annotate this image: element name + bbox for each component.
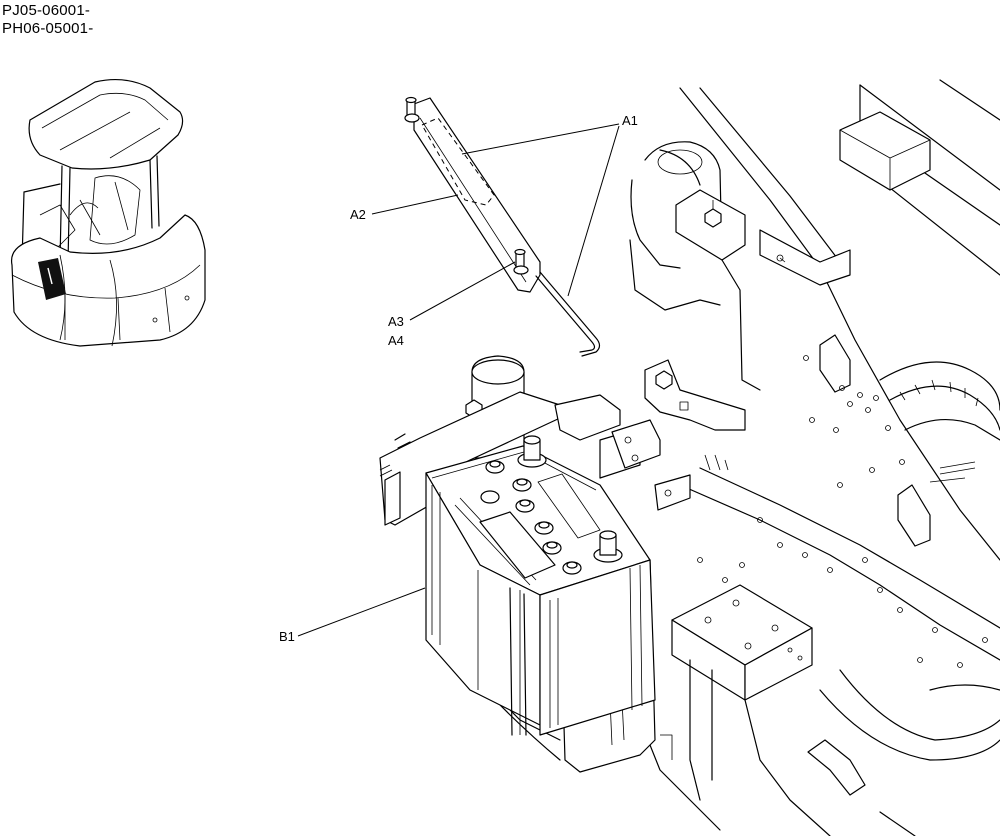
callout-leaders [297, 123, 620, 637]
battery [425, 435, 656, 736]
serial-range-2: PH06-05001- [2, 20, 94, 37]
callout-a2: A2 [350, 207, 366, 222]
battery-hold-down-plate [404, 96, 601, 357]
machine-locator-view [10, 78, 206, 347]
callout-a4: A4 [388, 333, 404, 348]
upper-frame [629, 79, 1000, 836]
callout-b1: B1 [279, 629, 295, 644]
serial-range-1: PJ05-06001- [2, 2, 91, 19]
callout-a1: A1 [622, 113, 638, 128]
callout-a3: A3 [388, 314, 404, 329]
battery-location-marker [38, 258, 66, 300]
